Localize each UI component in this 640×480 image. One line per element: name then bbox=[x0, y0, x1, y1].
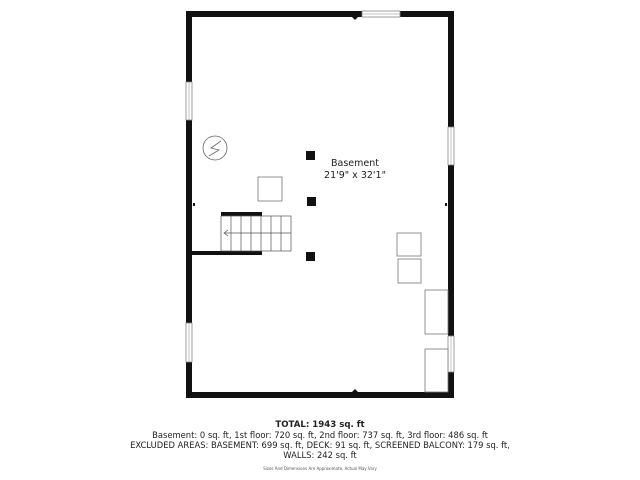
washer bbox=[396, 232, 422, 257]
dimension-markers bbox=[193, 17, 447, 392]
appliance-right-2 bbox=[424, 348, 449, 393]
interior-walls bbox=[192, 212, 262, 255]
walls-area: WALLS: 242 sq. ft bbox=[283, 450, 357, 460]
fixtures bbox=[257, 176, 449, 393]
electrical-panel-icon bbox=[202, 135, 228, 161]
fixture-square bbox=[257, 176, 283, 202]
room-label: Basement 21'9" x 32'1" bbox=[300, 158, 410, 182]
total-area: TOTAL: 1943 sq. ft bbox=[275, 420, 365, 430]
stairs bbox=[220, 215, 292, 252]
stairs-arrow-head bbox=[223, 229, 229, 237]
disclaimer: Sizes And Dimensions Are Approximate, Ac… bbox=[263, 466, 377, 471]
room-dimensions: 21'9" x 32'1" bbox=[324, 170, 386, 181]
support-columns bbox=[306, 151, 316, 261]
room-name: Basement bbox=[331, 158, 379, 169]
windows bbox=[185, 10, 455, 373]
window-centerlines bbox=[188, 13, 452, 372]
excluded-areas: EXCLUDED AREAS: BASEMENT: 699 sq. ft, DE… bbox=[130, 440, 510, 450]
area-summary: TOTAL: 1943 sq. ft Basement: 0 sq. ft, 1… bbox=[0, 420, 640, 471]
appliance-right-1 bbox=[424, 289, 449, 335]
dryer bbox=[397, 258, 422, 284]
floor-areas: Basement: 0 sq. ft, 1st floor: 720 sq. f… bbox=[152, 430, 488, 440]
exterior-walls bbox=[186, 11, 454, 398]
